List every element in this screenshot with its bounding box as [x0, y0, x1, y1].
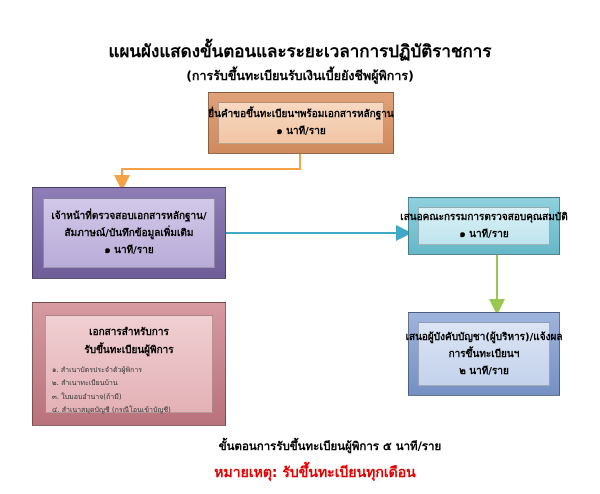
step-officer-text-1: เจ้าหน้าที่ตรวจสอบเอกสารหลักฐาน/ [51, 210, 207, 222]
step-submit-request: ยื่นคำขอขึ้นทะเบียนฯพร้อมเอกสารหลักฐาน ๑… [208, 92, 394, 154]
step-chief-time: ๒ นาที/ราย [459, 365, 509, 377]
step-chief-approval: เสนอผู้บังคับบัญชา(ผู้บริหาร)/แจ้งผล การ… [405, 312, 563, 396]
arrow-submit-to-officer [114, 154, 301, 191]
step-chief-text-1: เสนอผู้บังคับบัญชา(ผู้บริหาร)/แจ้งผล [405, 331, 563, 343]
step-submit-time: ๑ นาที/ราย [276, 126, 326, 137]
required-documents-box: เอกสารสำหรับการ รับขึ้นทะเบียนผู้พิการ ๑… [32, 302, 226, 426]
remark-note: หมายเหตุ: รับขึ้นทะเบียนทุกเดือน [214, 465, 416, 481]
step-committee: เสนอคณะกรรมการตรวจสอบคุณสมบัติ ๑ นาที/รา… [400, 197, 568, 255]
step-officer-time: ๑ นาที/ราย [104, 244, 154, 256]
step-committee-text: เสนอคณะกรรมการตรวจสอบคุณสมบัติ [400, 212, 568, 223]
documents-list: ๑. สำเนาบัตรประจำตัวผู้พิการ ๒. สำเนาทะเ… [46, 364, 212, 417]
step-committee-time: ๑ นาที/ราย [459, 229, 509, 240]
document-item: ๒. สำเนาทะเบียนบ้าน [52, 379, 118, 388]
document-item: ๔. สำเนาสมุดบัญชี (กรณีโอนเข้าบัญชี) [52, 405, 171, 414]
step-chief-text-2: การขึ้นทะเบียนฯ [448, 348, 520, 360]
page-subtitle: (การรับขึ้นทะเบียนรับเงินเบี้ยยังชีพผู้พ… [186, 68, 414, 83]
total-time-summary: ขั้นตอนการรับขึ้นทะเบียนผู้พิการ ๕ นาที/… [218, 439, 442, 453]
step-submit-text: ยื่นคำขอขึ้นทะเบียนฯพร้อมเอกสารหลักฐาน [208, 109, 394, 120]
step-officer-check: เจ้าหน้าที่ตรวจสอบเอกสารหลักฐาน/ สัมภาษณ… [32, 187, 226, 279]
documents-heading-1: เอกสารสำหรับการ [89, 327, 169, 338]
page-title: แผนผังแสดงขั้นตอนและระยะเวลาการปฏิบัติรา… [108, 42, 492, 62]
step-officer-text-2: สัมภาษณ์/บันทึกข้อมูลเพิ่มเติม [64, 227, 194, 239]
document-item: ๓. ใบมอบอำนาจ(ถ้ามี) [52, 392, 122, 401]
documents-heading-2: รับขึ้นทะเบียนผู้พิการ [84, 345, 174, 356]
document-item: ๑. สำเนาบัตรประจำตัวผู้พิการ [52, 366, 143, 374]
